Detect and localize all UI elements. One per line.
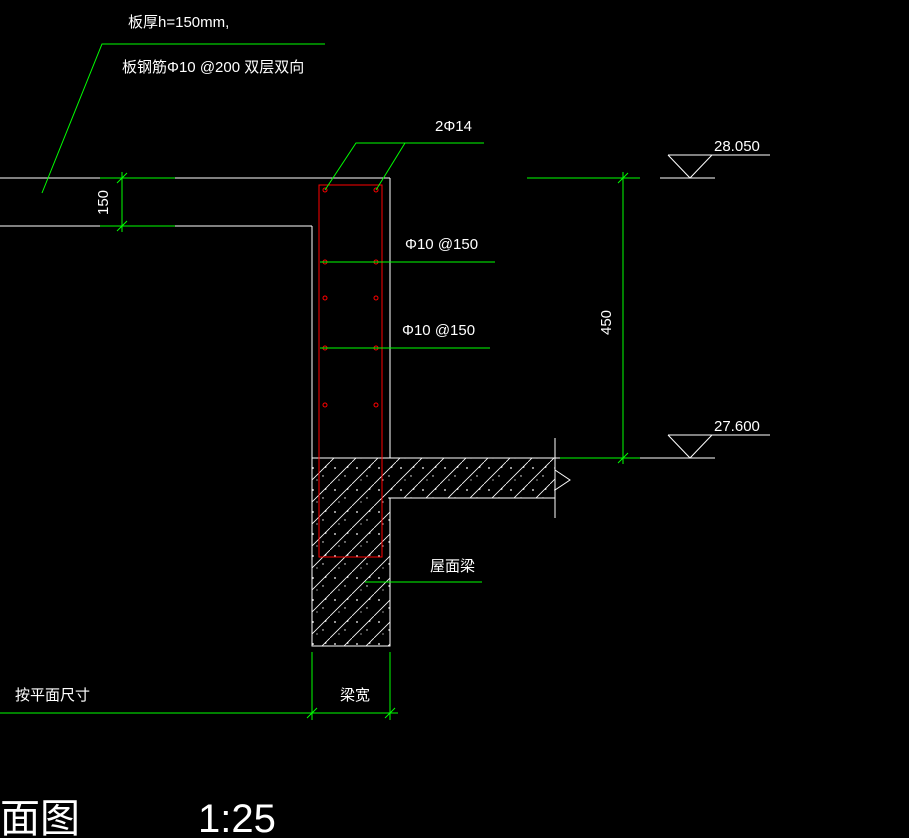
drawing-scale: 1:25	[198, 797, 276, 838]
stirrup-label-2: Φ10 @150	[402, 322, 475, 339]
rebar-dots	[322, 187, 379, 408]
elevation-bottom-value: 27.600	[714, 418, 760, 435]
height-dimension-450: 450	[598, 310, 615, 335]
rebar-cage	[318, 184, 383, 558]
concrete-hatch	[311, 457, 556, 647]
beam-width-label: 梁宽	[340, 687, 370, 704]
slab-thickness-note: 板厚h=150mm,	[128, 13, 229, 31]
elevation-marker-top	[660, 154, 770, 179]
plan-size-label: 按平面尺寸	[15, 687, 90, 704]
drawing-title: 面图	[0, 797, 80, 838]
slab-rebar-note: 板钢筋Φ10 @200 双层双向	[122, 58, 304, 76]
top-bars-label: 2Φ14	[435, 118, 472, 135]
elevation-top-value: 28.050	[714, 138, 760, 155]
stirrup-label-1: Φ10 @150	[405, 236, 478, 253]
break-symbol	[554, 438, 571, 518]
leader-lines	[0, 43, 640, 720]
roof-beam-label: 屋面梁	[430, 558, 475, 575]
elevation-marker-bottom	[667, 434, 770, 459]
slab-dimension-150: 150	[95, 190, 112, 215]
